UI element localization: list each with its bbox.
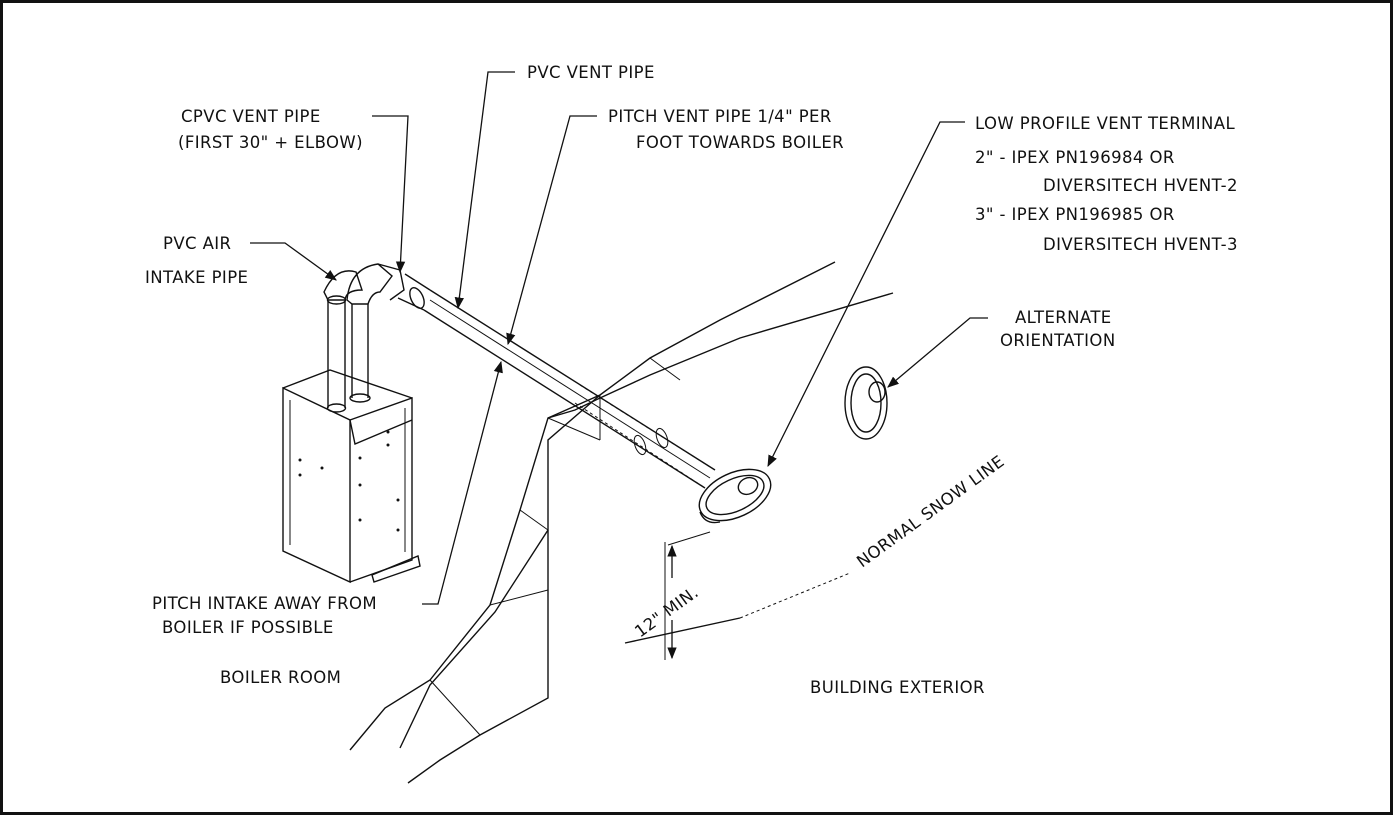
snow-line-dimension (624, 531, 851, 660)
cpvc-vent-pipe (346, 263, 431, 403)
pitch-intake-label: PITCH INTAKE AWAY FROM (152, 594, 377, 613)
leader-lines (250, 71, 988, 605)
alternate-orientation-sublabel: ORIENTATION (1000, 331, 1116, 350)
pitch-intake-sublabel: BOILER IF POSSIBLE (162, 618, 334, 637)
pitch-vent-pipe-sublabel: FOOT TOWARDS BOILER (636, 133, 844, 152)
vent-terminal-2in: 2" - IPEX PN196984 OR (975, 148, 1175, 167)
alternate-orientation-terminal (844, 366, 888, 440)
normal-snow-line-label: NORMAL SNOW LINE (853, 452, 1008, 572)
annotation-labels: PVC VENT PIPE CPVC VENT PIPE (FIRST 30" … (145, 63, 1238, 697)
building-exterior-label: BUILDING EXTERIOR (810, 678, 985, 697)
boiler-unit (282, 369, 421, 584)
vent-terminal-2in-alt: DIVERSITECH HVENT-2 (1043, 176, 1238, 195)
pvc-air-intake-sublabel: INTAKE PIPE (145, 268, 248, 287)
pvc-vent-pipe (423, 289, 716, 489)
building-wall (349, 261, 894, 784)
vent-terminal-3in: 3" - IPEX PN196985 OR (975, 205, 1175, 224)
pitch-vent-pipe-label: PITCH VENT PIPE 1/4" PER (608, 107, 832, 126)
min-clearance-label: 12" MIN. (631, 583, 702, 642)
boiler-room-label: BOILER ROOM (220, 668, 341, 687)
cpvc-vent-pipe-sublabel: (FIRST 30" + ELBOW) (178, 133, 363, 152)
pvc-vent-pipe-label: PVC VENT PIPE (527, 63, 655, 82)
low-profile-vent-terminal (698, 468, 772, 524)
cpvc-vent-pipe-label: CPVC VENT PIPE (181, 107, 321, 126)
vent-terminal-title: LOW PROFILE VENT TERMINAL (975, 114, 1235, 133)
pvc-air-intake-pipe (323, 270, 363, 413)
alternate-orientation-label: ALTERNATE (1015, 308, 1112, 327)
vent-terminal-3in-alt: DIVERSITECH HVENT-3 (1043, 235, 1238, 254)
pvc-air-intake-label: PVC AIR (163, 234, 231, 253)
